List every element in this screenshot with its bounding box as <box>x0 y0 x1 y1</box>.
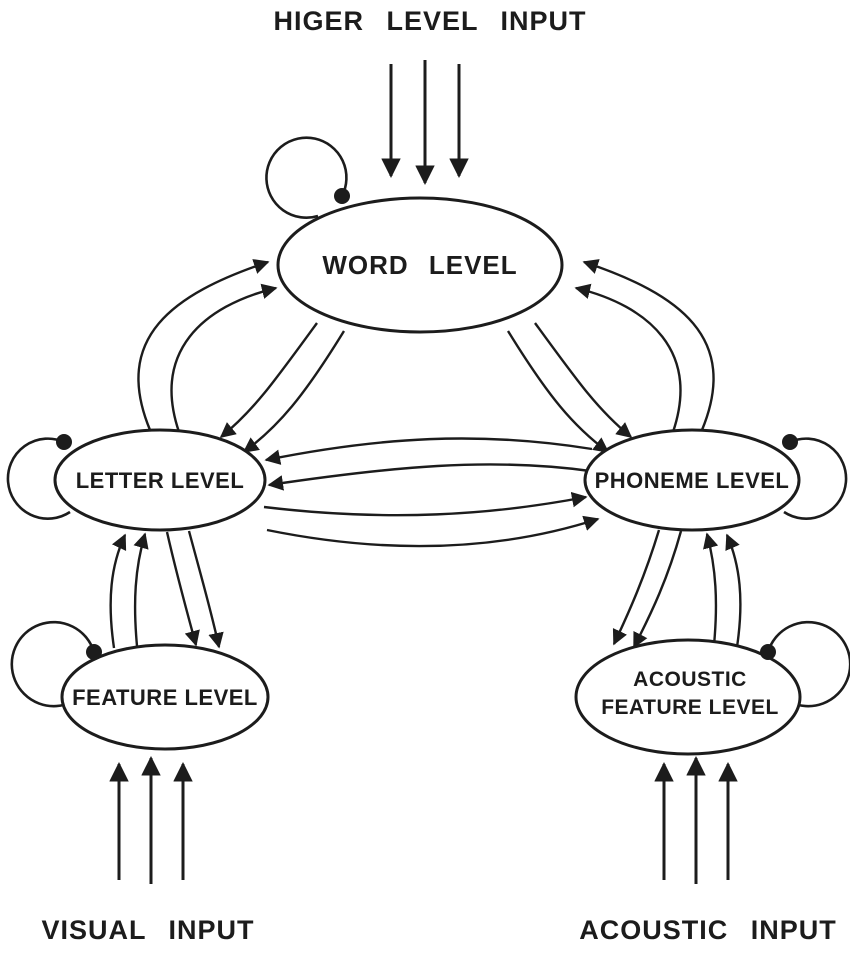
phoneme-self-loop <box>783 437 848 520</box>
letter-level-node <box>53 428 267 532</box>
higher-level-input-arrows <box>381 60 469 185</box>
arrow-word-to-phoneme-2 <box>506 330 610 453</box>
higher-level-input-label: HIGER LEVEL INPUT <box>273 6 586 36</box>
level-connection-arrows <box>109 259 742 649</box>
diagram-labels: HIGER LEVEL INPUT WORD LEVEL LETTER LEVE… <box>41 6 837 945</box>
word-level-node <box>276 196 564 334</box>
arrow-feature-to-letter-1 <box>109 533 127 649</box>
arrow-letter-to-word-1 <box>137 259 270 431</box>
arrow-phoneme-to-word-1 <box>582 259 715 431</box>
feature-self-loop <box>10 620 96 708</box>
arrow-acoustic-feature-to-phoneme-1 <box>725 533 742 648</box>
feature-level-node <box>60 643 270 751</box>
word-level-label: WORD LEVEL <box>322 250 517 280</box>
acoustic-feature-level-node <box>574 638 802 756</box>
level-nodes <box>53 196 802 756</box>
acoustic-feature-self-loop <box>766 620 850 708</box>
acoustic-feature-level-label-line1: ACOUSTIC <box>633 668 747 691</box>
visual-input-label: VISUAL INPUT <box>41 915 254 945</box>
phoneme-level-node <box>583 428 801 532</box>
acoustic-input-label: ACOUSTIC INPUT <box>579 915 837 945</box>
arrow-phoneme-to-letter-2 <box>267 463 591 491</box>
acoustic-feature-level-label-line2: FEATURE LEVEL <box>601 696 779 719</box>
letter-self-loop <box>6 437 71 520</box>
phoneme-level-label: PHONEME LEVEL <box>595 468 790 493</box>
arrow-letter-to-feature-1 <box>165 531 200 647</box>
arrow-letter-to-word-2 <box>170 283 278 433</box>
arrow-acoustic-feature-to-phoneme-2 <box>703 532 719 646</box>
phoneme-inhibition-dot <box>782 434 798 450</box>
arrow-feature-to-letter-2 <box>133 532 149 647</box>
arrow-phoneme-to-word-2 <box>574 283 682 433</box>
acoustic-input-arrows <box>654 756 738 884</box>
word-self-loop <box>265 136 348 219</box>
arrow-letter-to-phoneme-2 <box>266 515 600 548</box>
arrow-letter-to-phoneme-1 <box>263 491 588 517</box>
self-inhibition-loops <box>6 136 850 708</box>
arrow-phoneme-to-letter-1 <box>264 437 593 465</box>
arrow-letter-to-feature-2 <box>187 530 224 649</box>
arrow-word-to-letter-1 <box>219 322 318 438</box>
word-inhibition-dot <box>334 188 350 204</box>
arrow-word-to-phoneme-1 <box>534 322 633 438</box>
visual-input-arrows <box>109 756 193 884</box>
acoustic-feature-inhibition-dot <box>760 644 776 660</box>
arrow-word-to-letter-2 <box>242 330 346 453</box>
feature-inhibition-dot <box>86 644 102 660</box>
arrow-phoneme-to-acoustic-feature-2 <box>632 530 683 649</box>
inhibition-dots <box>56 188 798 660</box>
letter-level-label: LETTER LEVEL <box>76 468 245 493</box>
letter-inhibition-dot <box>56 434 72 450</box>
arrow-phoneme-to-acoustic-feature-1 <box>612 529 661 646</box>
feature-level-label: FEATURE LEVEL <box>72 685 258 710</box>
